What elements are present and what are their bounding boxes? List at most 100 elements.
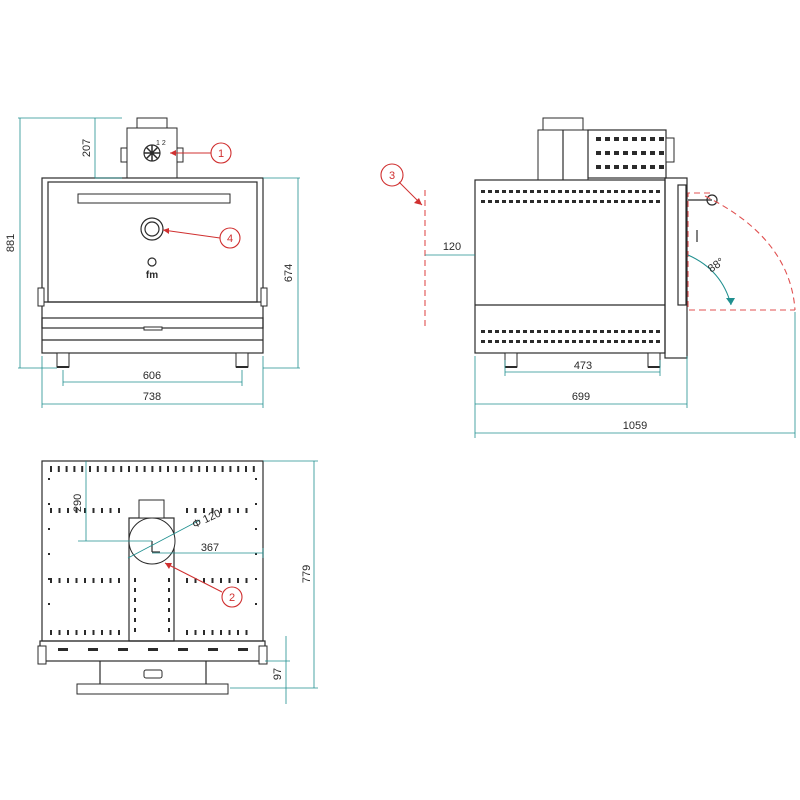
vent-slot <box>502 190 506 193</box>
vent-slot <box>488 200 492 203</box>
front-foot-left <box>56 352 70 368</box>
vent-slot <box>623 137 628 141</box>
vent-slot <box>537 200 541 203</box>
vent-slot <box>642 200 646 203</box>
side-door-edge <box>677 184 687 306</box>
callout-2: 2 <box>164 562 243 608</box>
vent-slot <box>194 508 197 513</box>
vent-slot <box>75 508 78 513</box>
vent-slot <box>135 466 138 472</box>
vent-slot <box>509 190 513 193</box>
vent-slot <box>168 598 170 602</box>
vent-slot <box>579 330 583 333</box>
vent-slot <box>211 578 214 583</box>
dim-side-feet-width: 473 <box>574 360 592 372</box>
dim-side-gap: 120 <box>443 241 461 253</box>
vent-slot <box>635 340 639 343</box>
side-top-fin <box>665 137 675 163</box>
vent-slot <box>623 165 628 169</box>
vent-slot <box>186 578 188 583</box>
rail-slot <box>148 648 158 651</box>
vent-slot <box>168 608 170 612</box>
vent-slot <box>118 578 120 583</box>
vent-slot <box>544 190 548 193</box>
top-dimensions <box>78 460 318 704</box>
vent-slot <box>65 466 68 472</box>
vent-slot <box>174 466 177 472</box>
rivet <box>255 578 257 580</box>
rivet <box>255 603 257 605</box>
vent-slot <box>213 466 216 472</box>
rivet <box>255 553 257 555</box>
vent-slot <box>96 466 99 472</box>
rivet <box>255 503 257 505</box>
vent-slot <box>516 330 520 333</box>
vent-slot <box>586 330 590 333</box>
rivet <box>48 503 50 505</box>
vent-slot <box>67 578 69 583</box>
side-chimney-top <box>542 117 584 131</box>
vent-slot <box>220 508 222 513</box>
vent-slot <box>101 508 103 513</box>
vent-slot <box>659 151 664 155</box>
vent-slot <box>50 508 52 513</box>
side-door <box>664 177 688 359</box>
vent-slot <box>650 137 655 141</box>
svg-text:3: 3 <box>389 170 395 182</box>
vent-slot <box>649 340 653 343</box>
vent-slot <box>530 190 534 193</box>
vent-slot <box>75 578 78 583</box>
vent-slot <box>134 588 136 592</box>
vent-slot <box>596 137 601 141</box>
dim-side-depth: 699 <box>572 391 590 403</box>
vent-slot <box>75 630 78 635</box>
dim-door-angle: 88° <box>706 256 727 275</box>
vent-slot <box>614 151 619 155</box>
vent-slot <box>596 151 601 155</box>
vent-slot <box>134 578 136 582</box>
vent-slot <box>635 330 639 333</box>
vent-slot <box>120 466 123 472</box>
vent-slot <box>641 151 646 155</box>
rivet <box>48 528 50 530</box>
vent-slot <box>579 200 583 203</box>
vent-slot <box>537 340 541 343</box>
vent-slot <box>565 330 569 333</box>
vent-slot <box>537 330 541 333</box>
vent-slot <box>509 340 513 343</box>
vent-slot <box>203 630 205 635</box>
vent-slot <box>134 618 136 622</box>
svg-text:2: 2 <box>229 592 235 604</box>
vent-slot <box>509 200 513 203</box>
vent-slot <box>92 508 95 513</box>
callout-1: 1 <box>170 142 232 164</box>
vent-slot <box>650 151 655 155</box>
front-drawer-handle <box>143 326 163 331</box>
vent-slot <box>84 578 86 583</box>
vent-slot <box>58 630 61 635</box>
vent-slot <box>84 630 86 635</box>
vent-slot <box>109 630 112 635</box>
vent-slot <box>523 200 527 203</box>
vent-slot <box>607 200 611 203</box>
vent-slot <box>101 630 103 635</box>
rail-slot <box>178 648 188 651</box>
side-view: 88° 3 120 473 699 1059 <box>380 117 796 438</box>
vent-slot <box>229 466 232 472</box>
dim-front-total-height: 881 <box>5 234 17 252</box>
front-hinge-left <box>37 287 45 307</box>
side-foot-left <box>504 352 518 368</box>
vent-slot <box>58 578 61 583</box>
vent-slot <box>632 165 637 169</box>
vent-slot <box>623 151 628 155</box>
vent-slot <box>605 151 610 155</box>
vent-slot <box>228 508 231 513</box>
front-body <box>41 177 264 354</box>
vent-slot <box>607 340 611 343</box>
vent-slot <box>586 200 590 203</box>
vent-slot <box>186 630 188 635</box>
vent-slot <box>614 330 618 333</box>
rail-slot <box>88 648 98 651</box>
vent-slot <box>502 200 506 203</box>
vent-slot <box>593 340 597 343</box>
